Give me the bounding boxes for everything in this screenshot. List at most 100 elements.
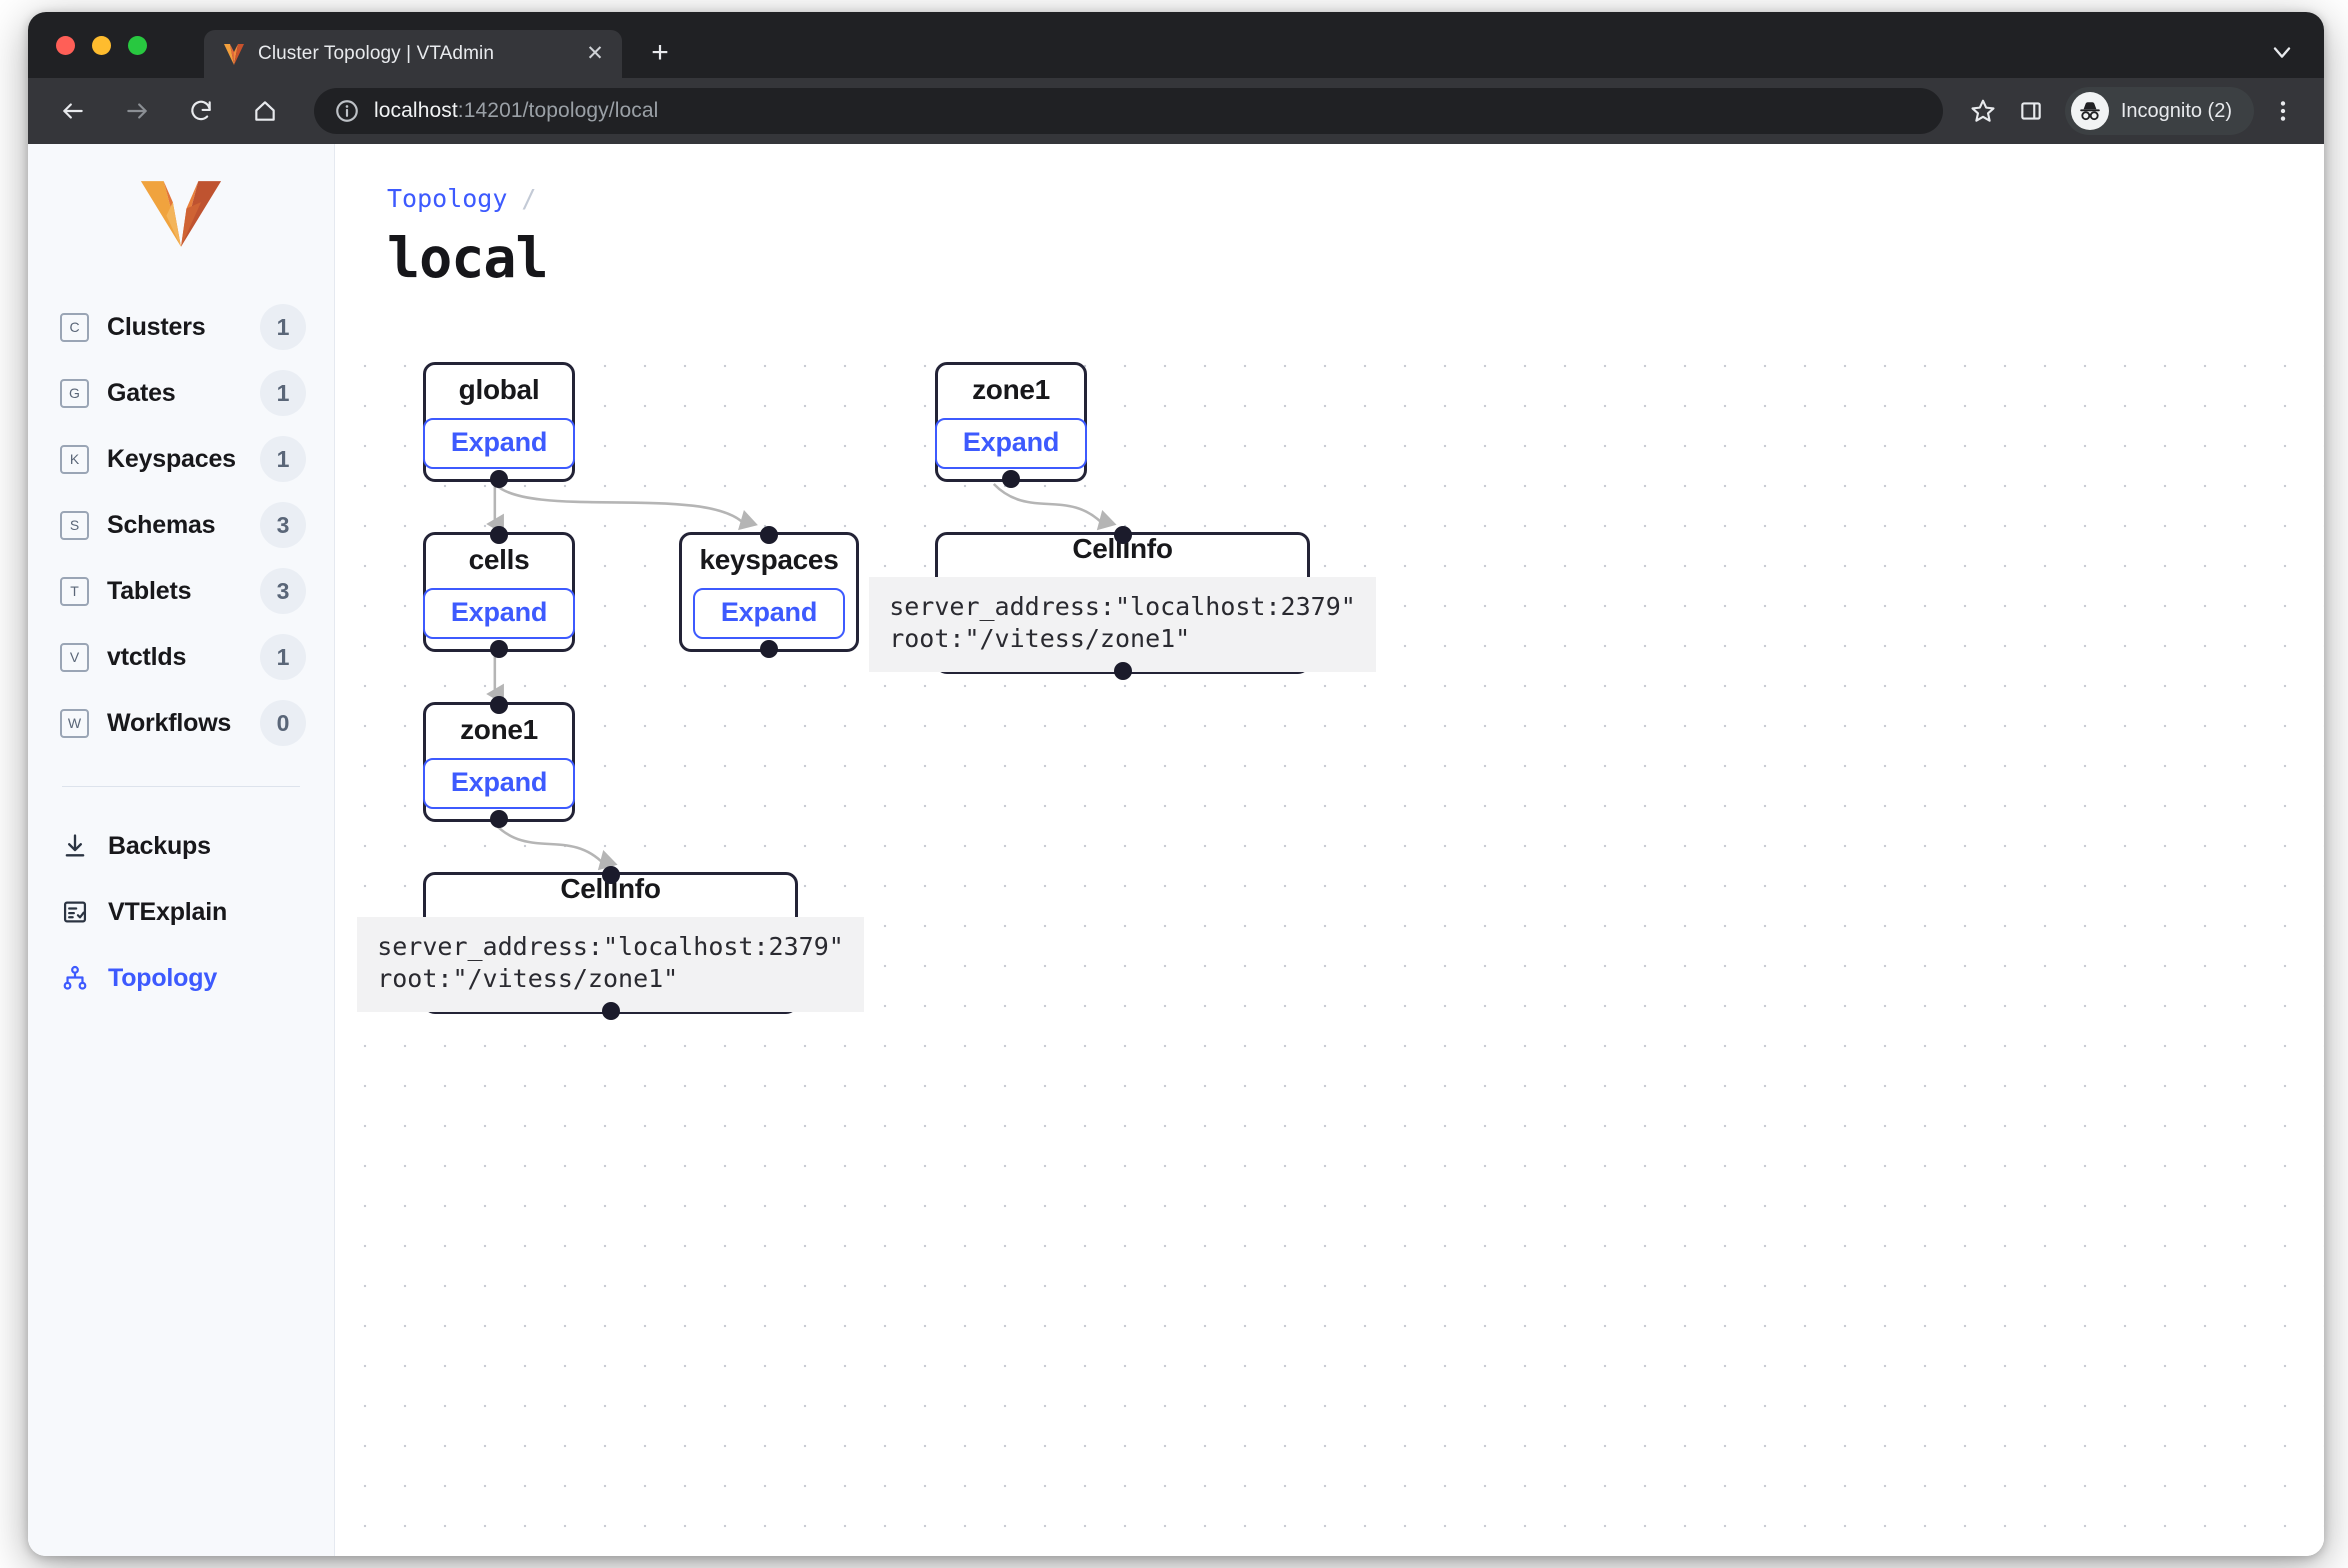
arrow-right-icon[interactable] (114, 88, 160, 134)
address-bar-host: localhost (374, 99, 458, 122)
topology-node-cellinfo-right[interactable]: CellInfo server_address:"localhost:2379"… (869, 526, 1376, 680)
gates-badge-icon: G (60, 378, 89, 408)
edge-global-keyspaces (493, 483, 758, 531)
breadcrumb: Topology / (387, 184, 536, 213)
browser-tab-title: Cluster Topology | VTAdmin (258, 43, 494, 64)
sidebar-item-label: vtctlds (107, 642, 187, 671)
breadcrumb-separator: / (521, 184, 537, 213)
minimize-window-button[interactable] (92, 36, 111, 55)
sidebar-item-vtctlds[interactable]: V vtctlds 1 (28, 624, 334, 690)
node-handle-bottom[interactable] (490, 810, 508, 828)
sidebar-item-schemas[interactable]: S Schemas 3 (28, 492, 334, 558)
node-handle-top[interactable] (1113, 526, 1132, 544)
node-title: global (458, 373, 540, 405)
close-icon[interactable]: ✕ (586, 42, 604, 65)
incognito-avatar-icon (2070, 92, 2109, 130)
node-handle-top[interactable] (760, 526, 778, 544)
window-traffic-lights (56, 36, 147, 55)
sidebar-item-gates[interactable]: G Gates 1 (28, 360, 334, 426)
breadcrumb-link-topology[interactable]: Topology (387, 184, 508, 213)
node-title: zone1 (972, 373, 1050, 405)
reload-icon[interactable] (178, 88, 224, 134)
topology-node-cells[interactable]: cells Expand (422, 526, 576, 658)
vitess-logo-icon (222, 41, 246, 67)
sidebar-secondary-nav: Backups VTExplain (28, 813, 334, 1011)
close-window-button[interactable] (56, 36, 75, 55)
three-dot-menu-icon[interactable] (2264, 89, 2302, 133)
sidebar-item-topology[interactable]: Topology (28, 945, 334, 1011)
home-icon[interactable] (242, 88, 288, 134)
address-bar-path: :14201/topology/local (457, 99, 659, 122)
sidebar-item-label: Topology (108, 963, 218, 992)
schemas-badge-icon: S (60, 510, 89, 540)
expand-button[interactable]: Expand (422, 757, 576, 809)
sidebar-divider (62, 786, 300, 787)
node-handle-top[interactable] (490, 696, 508, 714)
vitess-logo[interactable] (28, 170, 334, 256)
side-panel-icon[interactable] (2009, 89, 2053, 133)
plus-icon[interactable]: + (651, 36, 669, 69)
node-handle-bottom[interactable] (490, 640, 508, 658)
node-handle-bottom[interactable] (601, 1002, 620, 1020)
node-handle-bottom[interactable] (760, 640, 778, 658)
topology-node-keyspaces[interactable]: keyspaces Expand (679, 526, 859, 658)
expand-button[interactable]: Expand (422, 417, 576, 469)
expand-button[interactable]: Expand (422, 587, 576, 639)
address-bar[interactable]: localhost:14201/topology/local (314, 88, 1943, 134)
sidebar-item-label: Schemas (107, 510, 216, 539)
main-content: Topology / local (335, 144, 2324, 1556)
workflows-badge-icon: W (60, 708, 89, 738)
sidebar-item-label: Tablets (107, 576, 192, 605)
page-content: C Clusters 1 G Gates 1 K Keyspaces (28, 144, 2324, 1556)
expand-button[interactable]: Expand (934, 417, 1088, 469)
node-handle-bottom[interactable] (490, 470, 508, 488)
sidebar-item-tablets[interactable]: T Tablets 3 (28, 558, 334, 624)
node-handle-top[interactable] (601, 866, 620, 884)
star-icon[interactable] (1961, 89, 2005, 133)
sidebar-item-count: 3 (260, 502, 306, 548)
keyspaces-badge-icon: K (60, 444, 89, 474)
browser-tab-strip: Cluster Topology | VTAdmin ✕ + (28, 12, 2324, 78)
expand-button[interactable]: Expand (692, 587, 846, 639)
node-title: zone1 (460, 713, 538, 745)
node-handle-top[interactable] (490, 526, 508, 544)
checklist-icon (60, 897, 90, 927)
topology-node-global[interactable]: global Expand (422, 362, 576, 488)
browser-toolbar: localhost:14201/topology/local (28, 78, 2324, 144)
node-handle-bottom[interactable] (1002, 470, 1020, 488)
sidebar-item-count: 1 (260, 634, 306, 680)
sidebar-item-workflows[interactable]: W Workflows 0 (28, 690, 334, 756)
sidebar-item-label: Clusters (107, 312, 206, 341)
node-handle-bottom[interactable] (1113, 662, 1132, 680)
info-circle-icon[interactable] (334, 98, 360, 124)
app-sidebar: C Clusters 1 G Gates 1 K Keyspaces (28, 144, 335, 1556)
sidebar-item-count: 3 (260, 568, 306, 614)
download-icon (60, 831, 90, 861)
browser-window: Cluster Topology | VTAdmin ✕ + (28, 12, 2324, 1556)
address-bar-url: localhost:14201/topology/local (374, 99, 658, 123)
topology-edges (486, 483, 1117, 871)
browser-tab[interactable]: Cluster Topology | VTAdmin ✕ (204, 30, 622, 78)
node-title: keyspaces (699, 543, 839, 575)
topology-node-zone1-left[interactable]: zone1 Expand (422, 696, 576, 828)
sidebar-item-label: VTExplain (108, 897, 228, 926)
arrow-left-icon[interactable] (50, 88, 96, 134)
tablets-badge-icon: T (60, 576, 89, 606)
sidebar-item-count: 1 (260, 436, 306, 482)
topology-node-zone1-right[interactable]: zone1 Expand (934, 362, 1088, 488)
topology-node-cellinfo-bottom[interactable]: CellInfo server_address:"localhost:2379"… (357, 866, 864, 1020)
sidebar-item-vtexplain[interactable]: VTExplain (28, 879, 334, 945)
sidebar-item-count: 1 (260, 370, 306, 416)
topology-canvas[interactable]: global Expand cells Expand keysp (335, 334, 2324, 1556)
sidebar-item-keyspaces[interactable]: K Keyspaces 1 (28, 426, 334, 492)
clusters-badge-icon: C (60, 312, 89, 342)
incognito-label: Incognito (2) (2120, 99, 2232, 122)
sidebar-item-clusters[interactable]: C Clusters 1 (28, 294, 334, 360)
incognito-profile-button[interactable]: Incognito (2) (2064, 87, 2254, 135)
sidebar-item-label: Backups (108, 831, 211, 860)
maximize-window-button[interactable] (128, 36, 147, 55)
chevron-down-icon[interactable] (2268, 38, 2296, 66)
sidebar-item-backups[interactable]: Backups (28, 813, 334, 879)
node-title: cells (468, 543, 530, 575)
